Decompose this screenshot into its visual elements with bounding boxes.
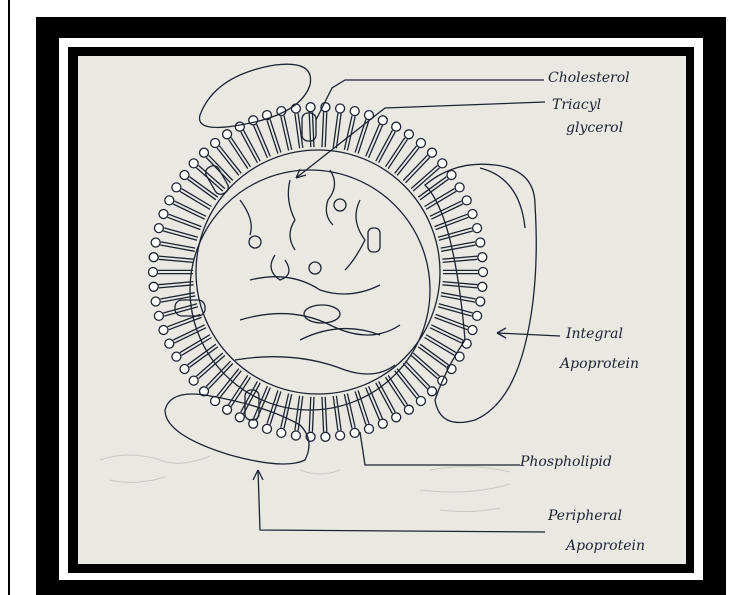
phospholipid-head: [165, 196, 174, 205]
phospholipid-head: [473, 224, 482, 233]
phospholipid-head: [462, 196, 471, 205]
phospholipid-head: [350, 107, 359, 116]
phospholipid-head: [404, 405, 413, 414]
phospholipid-head: [392, 122, 401, 131]
phospholipid-head: [172, 183, 181, 192]
label-phospholipid: Phospholipid: [520, 454, 612, 470]
phospholipid-head: [172, 352, 181, 361]
phospholipid-head: [468, 210, 477, 219]
phospholipid-head: [189, 376, 198, 385]
phospholipid-head: [478, 282, 487, 291]
label-peripheral-line1: Peripheral: [548, 508, 622, 524]
phospholipid-head: [321, 432, 330, 441]
phospholipid-head: [392, 413, 401, 422]
phospholipid-head: [154, 224, 163, 233]
phospholipid-head: [223, 405, 232, 414]
phospholipid-head: [378, 419, 387, 428]
phospholipid-head: [189, 159, 198, 168]
phospholipid-head: [378, 116, 387, 125]
phospholipid-head: [416, 397, 425, 406]
phospholipid-head: [159, 210, 168, 219]
label-integral-line1: Integral: [566, 326, 623, 342]
phospholipid-head: [235, 122, 244, 131]
phospholipid-head: [223, 130, 232, 139]
phospholipid-head: [151, 297, 160, 306]
phospholipid-head: [180, 171, 189, 180]
phospholipid-head: [165, 339, 174, 348]
phospholipid-head: [455, 183, 464, 192]
phospholipid-head: [200, 148, 209, 157]
left-border-line: [8, 0, 10, 595]
phospholipid-head: [277, 428, 286, 437]
phospholipid-head: [154, 311, 163, 320]
phospholipid-head: [476, 297, 485, 306]
phospholipid-head: [159, 326, 168, 335]
phospholipid-head: [149, 282, 158, 291]
label-cholesterol: Cholesterol: [548, 70, 630, 86]
phospholipid-head: [291, 104, 300, 113]
phospholipid-head: [462, 339, 471, 348]
phospholipid-head: [416, 139, 425, 148]
phospholipid-head: [291, 431, 300, 440]
phospholipid-head: [428, 387, 437, 396]
label-triacylglycerol-line2: glycerol: [566, 120, 623, 136]
phospholipid-head: [263, 424, 272, 433]
phospholipid-head: [468, 326, 477, 335]
phospholipid-head: [336, 431, 345, 440]
phospholipid-head: [350, 428, 359, 437]
phospholipid-head: [149, 268, 158, 277]
phospholipid-head: [306, 103, 315, 112]
phospholipid-head: [428, 148, 437, 157]
label-triacylglycerol-line1: Triacyl: [552, 97, 601, 113]
phospholipid-head: [149, 253, 158, 262]
phospholipid-head: [404, 130, 413, 139]
phospholipid-head: [211, 139, 220, 148]
phospholipid-head: [365, 424, 374, 433]
phospholipid-head: [479, 268, 488, 277]
phospholipid-head: [478, 253, 487, 262]
phospholipid-head: [447, 171, 456, 180]
phospholipid-head: [438, 159, 447, 168]
phospholipid-head: [151, 238, 160, 247]
phospholipid-head: [473, 311, 482, 320]
phospholipid-head: [336, 104, 345, 113]
label-peripheral-line2: Apoprotein: [566, 538, 645, 554]
phospholipid-head: [476, 238, 485, 247]
phospholipid-head: [180, 365, 189, 374]
label-integral-line2: Apoprotein: [560, 356, 639, 372]
phospholipid-head: [235, 413, 244, 422]
